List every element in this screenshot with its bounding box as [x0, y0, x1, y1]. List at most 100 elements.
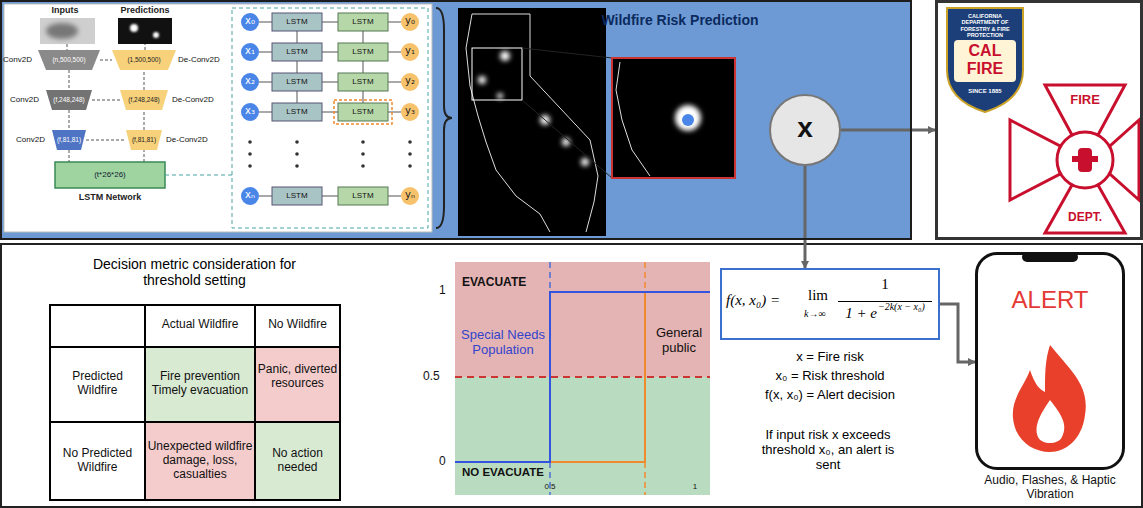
- grid-arrow: [363, 91, 364, 103]
- zoom-region: [472, 48, 522, 100]
- label-text: LSTM: [338, 107, 388, 116]
- lstm-cell: [338, 103, 388, 121]
- ellipsis-dot: [295, 164, 299, 168]
- label-text: LSTM: [338, 47, 388, 56]
- state-border: [472, 14, 598, 232]
- label-text: (1,500,500): [112, 56, 176, 63]
- grid-arrow: [388, 52, 401, 53]
- input-circle: [241, 43, 259, 61]
- lstm-cell: [272, 187, 322, 205]
- grid-arrow: [388, 196, 401, 197]
- drawing-part: [100, 60, 112, 61]
- drawing-part: [144, 305, 146, 500]
- node-text: lim: [808, 287, 828, 304]
- node-text: k→∞: [804, 308, 826, 320]
- input-circle: [241, 187, 259, 205]
- drawing-part: [50, 305, 340, 500]
- label-text: Decision metric consideration for thresh…: [72, 256, 317, 288]
- node-text: 1: [838, 276, 932, 293]
- phone-alert: ALERT: [975, 252, 1125, 470]
- formula-box: f(x, x₀) =limk→∞11 + e−2k(x − x₀): [720, 268, 940, 340]
- arrow-connector: [804, 166, 807, 268]
- ellipsis-dot: [408, 140, 412, 144]
- ellipsis-dot: [295, 152, 299, 156]
- drawing-part: [67, 44, 68, 50]
- maltese-cross: [1010, 85, 1139, 233]
- drawing-part: [500, 51, 510, 61]
- grid-arrow: [322, 52, 338, 53]
- prediction-blob: [130, 24, 138, 32]
- ellipsis-dot: [361, 140, 365, 144]
- node-text: x: [769, 112, 841, 144]
- label-text: y₀: [401, 15, 419, 27]
- prediction-image: [118, 18, 172, 44]
- risk-circle: x: [769, 94, 841, 166]
- node-text: Wildfire Risk Prediction: [600, 12, 760, 28]
- drawing-part: [69, 70, 70, 90]
- conv-layer: [46, 90, 92, 110]
- grid-arrow: [322, 22, 338, 23]
- input-circle: [241, 103, 259, 121]
- label-text: LSTM: [272, 47, 322, 56]
- label-text: LSTM: [338, 191, 388, 200]
- drawing-part: [497, 93, 503, 99]
- label-text: Unexpected wildfire damage, loss, casual…: [147, 440, 253, 481]
- label-text: LSTM Network: [55, 192, 165, 202]
- output-circle: [401, 43, 419, 61]
- public-step: [455, 292, 710, 462]
- label-text: Predicted Wildfire: [52, 370, 143, 398]
- label-text: x₀: [241, 15, 259, 27]
- lstm-cell: [338, 13, 388, 31]
- drawing-part: [1045, 185, 1125, 233]
- label-text: 0: [439, 455, 451, 469]
- label-text: If input risk x exceeds threshold x₀, an…: [758, 428, 898, 473]
- threshold-line: [455, 376, 710, 378]
- deconv-layer: [126, 130, 162, 150]
- ellipsis-dot: [248, 140, 252, 144]
- grid-arrow: [297, 31, 298, 43]
- label-text: LSTM: [272, 77, 322, 86]
- drawing-part: [581, 158, 589, 166]
- cell-fill: [145, 422, 255, 500]
- drawing-part: [1045, 85, 1125, 135]
- drawing-part: [254, 305, 256, 500]
- drawing-part: [1057, 132, 1113, 188]
- grid-arrow: [322, 196, 338, 197]
- fire-hotspots: [478, 51, 589, 166]
- node-text: 1 + e: [845, 305, 877, 322]
- no-evacuate-zone: [455, 377, 710, 495]
- input-blob: [46, 23, 78, 39]
- grid-arrow: [297, 91, 298, 103]
- drawing-part: [145, 44, 146, 50]
- label-text: Conv2D: [10, 95, 44, 104]
- label-text: De-Conv2D: [172, 95, 224, 104]
- label-text: x = Fire risk: [725, 350, 935, 365]
- inset-coast: [616, 62, 650, 176]
- label-text: f(x, x₀) = Alert decision: [725, 388, 935, 403]
- label-text: 1: [690, 482, 700, 491]
- label-text: yₙ: [401, 189, 419, 201]
- drawing-part: [69, 110, 70, 130]
- drawing-part: [144, 110, 145, 130]
- ellipsis-dot: [408, 152, 412, 156]
- input-circle: [241, 13, 259, 31]
- grid-arrow: [363, 61, 364, 73]
- node-text: DEPT.: [1055, 211, 1115, 225]
- label-text: EVACUATE: [462, 276, 547, 290]
- drawing-part: [50, 421, 340, 423]
- conv-layer: [38, 50, 100, 70]
- label-text: No Wildfire: [255, 318, 340, 332]
- grid-arrow: [259, 112, 272, 113]
- prediction-panel: Wildfire Risk Prediction x: [0, 0, 912, 240]
- node-text: −2k(x − x₀): [878, 301, 925, 313]
- label-text: 0.5: [423, 370, 451, 384]
- grid-arrow: [388, 82, 401, 83]
- cell-fill: [255, 422, 340, 500]
- node-text: CAL FIRE: [954, 42, 1016, 79]
- label-text: Predictions: [105, 5, 185, 15]
- risk-map: [458, 8, 606, 236]
- drawing-part: [562, 138, 570, 146]
- calfire-shield: [947, 8, 1023, 112]
- cell-fill: [255, 347, 340, 422]
- node-text: SINCE 1885: [949, 88, 1021, 95]
